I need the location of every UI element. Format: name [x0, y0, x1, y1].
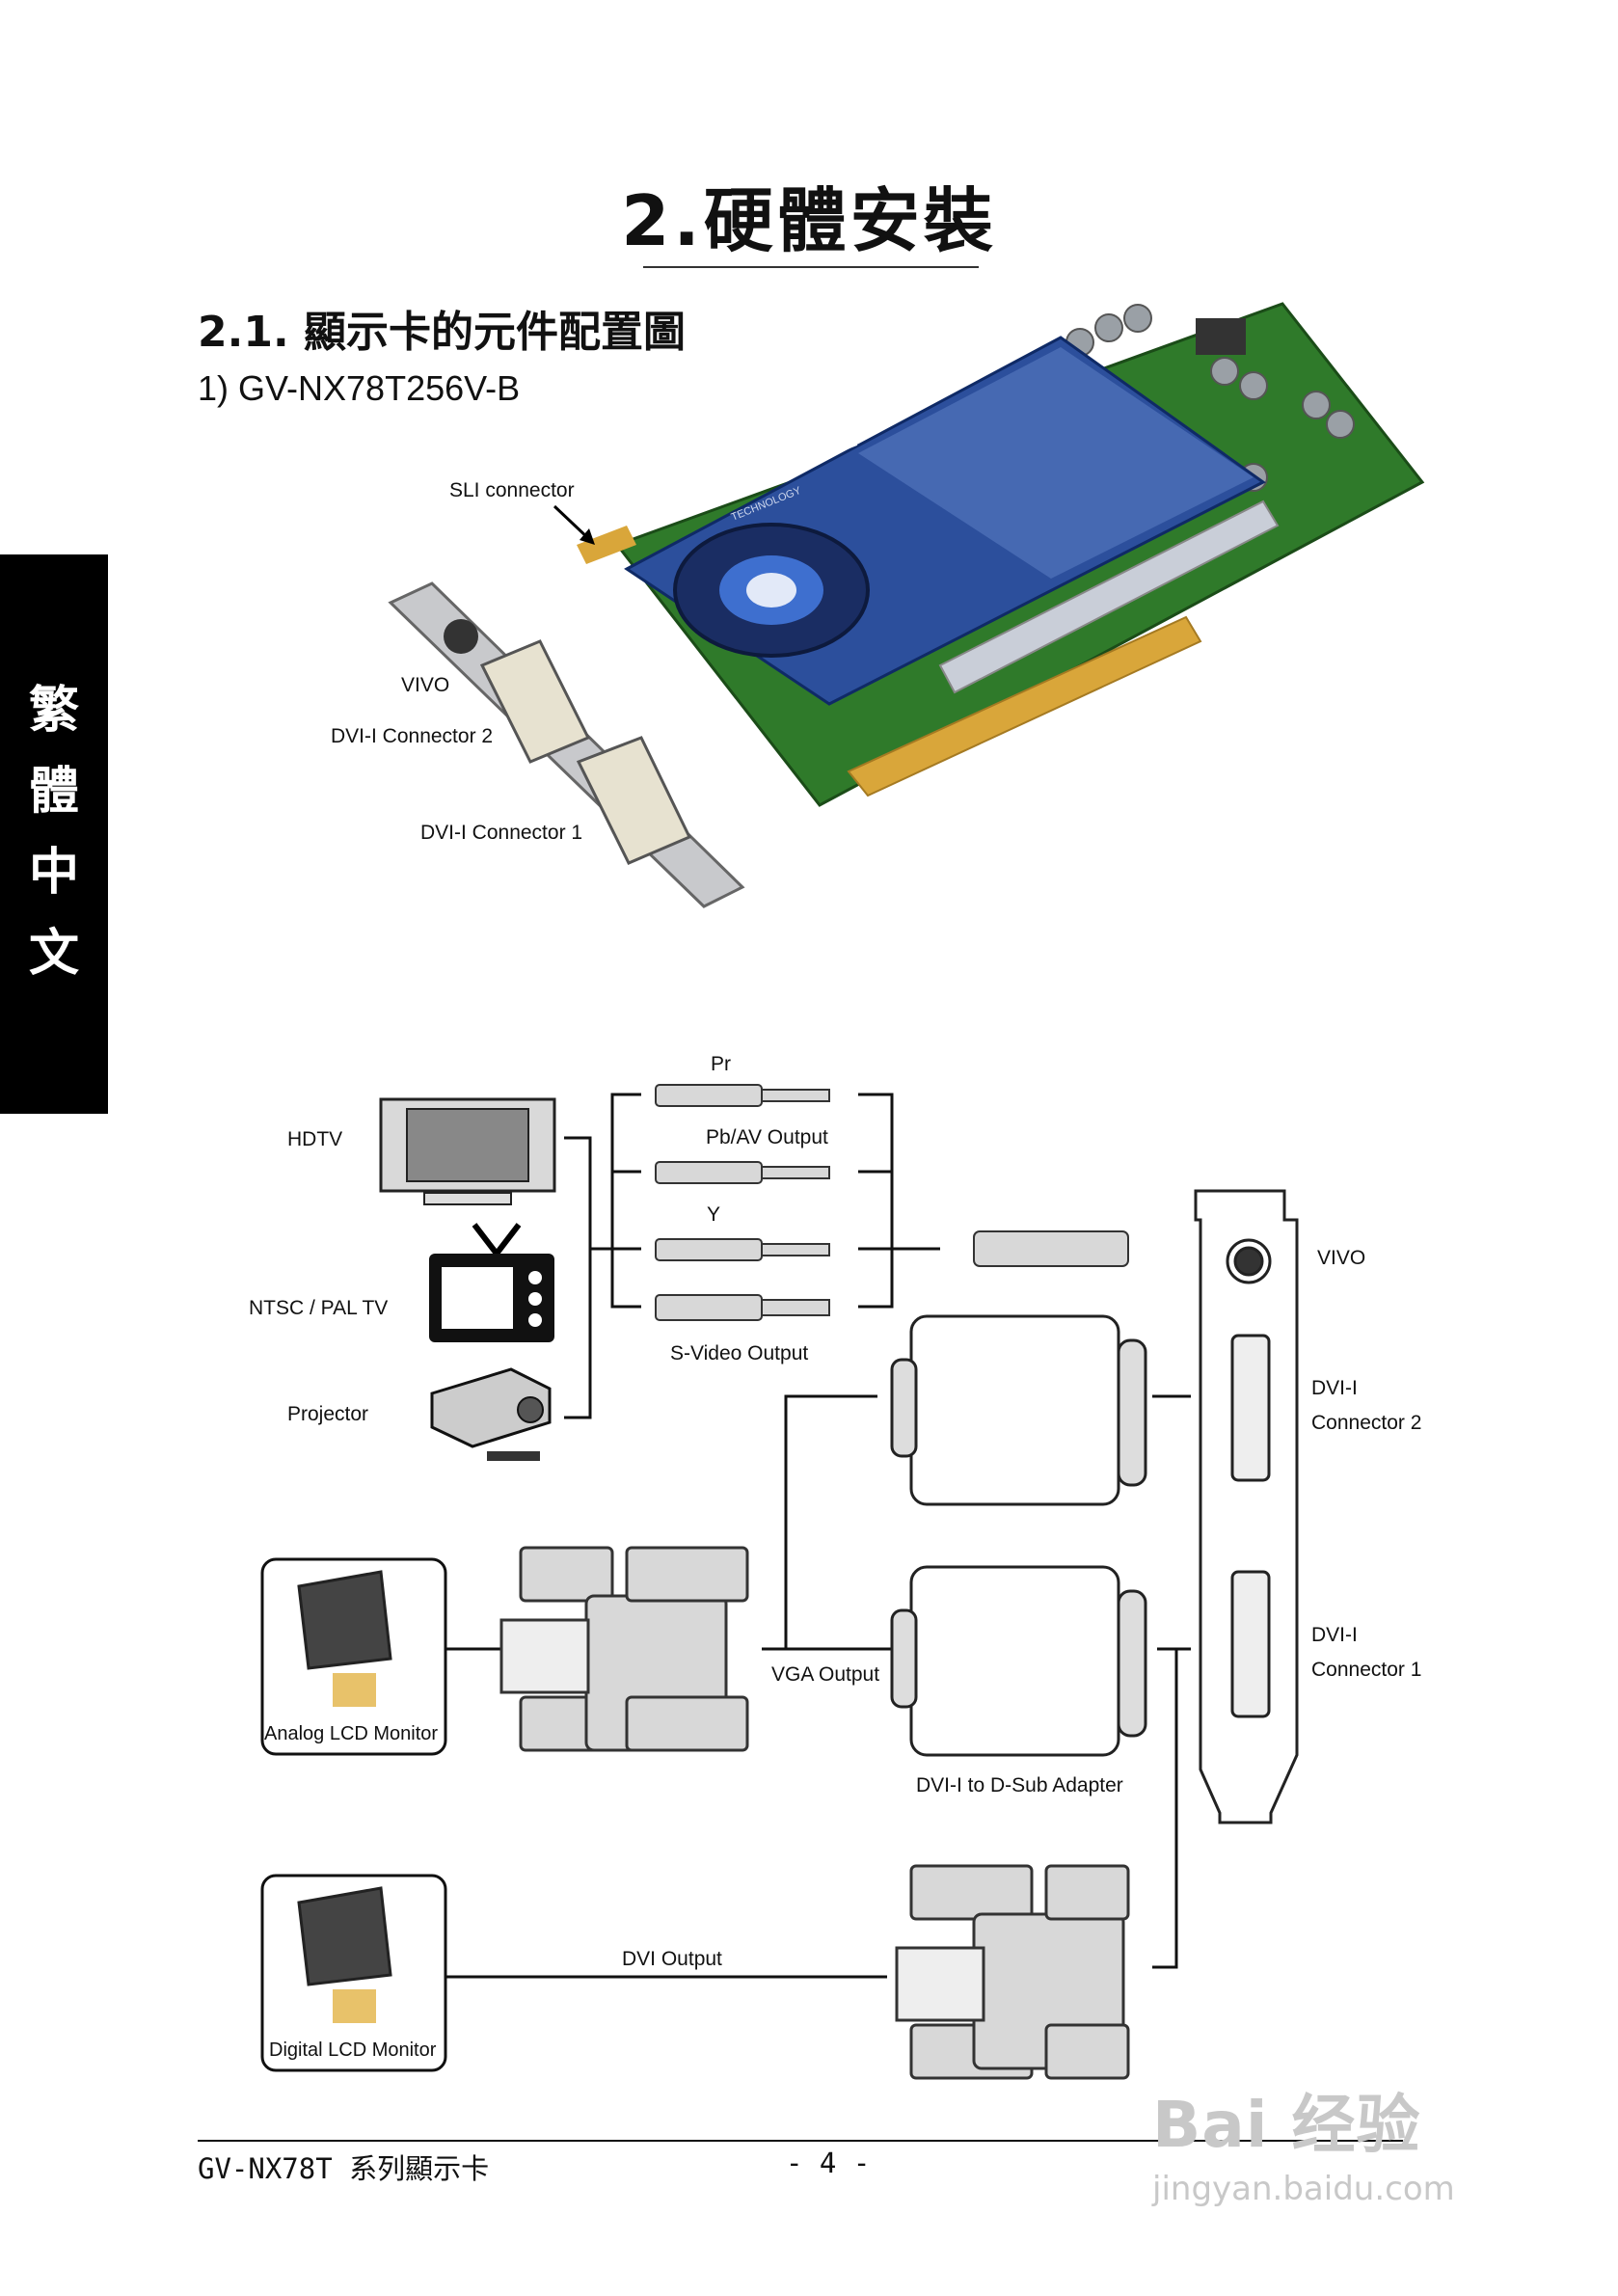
analog-lcd-label: Analog LCD Monitor	[264, 1723, 439, 1744]
pr-label: Pr	[711, 1053, 731, 1075]
side-tab-char: 繁	[28, 681, 79, 740]
heatsink-cover	[938, 500, 1280, 694]
hdtv-label: HDTV	[287, 1128, 343, 1150]
component-cable-plugs	[655, 1084, 1129, 1321]
dvi1-bracket-label-line1: DVI-I	[1311, 1624, 1358, 1646]
vga-plug	[499, 1546, 749, 1752]
side-tab-char: 中	[28, 843, 79, 902]
baidu-watermark: Bai 经验 jingyan.baidu.com	[1152, 2073, 1455, 2208]
adapter-label: DVI-I to D-Sub Adapter	[916, 1774, 1123, 1796]
page-title: 2.硬體安裝	[621, 180, 997, 261]
dvi2-photo-label: DVI-I Connector 2	[331, 725, 494, 747]
analog-lcd-monitor-box	[260, 1557, 447, 1756]
hdtv-icon	[379, 1097, 556, 1205]
dvi1-port-icon	[1230, 1570, 1271, 1718]
dvi2-bracket-label-line2: Connector 2	[1311, 1412, 1422, 1434]
watermark-url: jingyan.baidu.com	[1152, 2170, 1455, 2208]
dvi2-bracket-label-line1: DVI-I	[1311, 1377, 1358, 1399]
dvi-to-dsub-adapters	[890, 1314, 1147, 1757]
section-title: 2.1. 顯示卡的元件配置圖	[198, 308, 686, 357]
dvi-plug	[895, 1864, 1130, 2080]
svideo-output-label: S-Video Output	[670, 1342, 809, 1364]
power-connector	[1196, 318, 1246, 355]
language-side-tab: 繁 體 中 文	[0, 554, 108, 1114]
monitor-icon	[297, 1886, 392, 1986]
dvi2-port-icon	[1230, 1334, 1271, 1482]
vivo-bracket-label: VIVO	[1317, 1247, 1366, 1269]
card-gold-fingers	[847, 615, 1202, 797]
sli-gold-fingers	[577, 526, 636, 564]
vivo-port-photo	[444, 619, 478, 654]
digital-lcd-monitor-box	[260, 1874, 447, 2072]
model-name: 1) GV-NX78T256V-B	[198, 368, 521, 408]
y-label: Y	[707, 1203, 721, 1226]
pb-av-output-label: Pb/AV Output	[706, 1126, 828, 1148]
dvi-connector-1-photo	[576, 736, 692, 865]
side-tab-char: 體	[28, 762, 79, 821]
tv-icon	[429, 1223, 554, 1342]
card-bracket-diagram	[1194, 1189, 1299, 1824]
vga-output-label: VGA Output	[771, 1663, 880, 1686]
tv-label: NTSC / PAL TV	[249, 1297, 389, 1319]
digital-lcd-label: Digital LCD Monitor	[269, 2039, 437, 2061]
sli-connector-label: SLI connector	[449, 479, 575, 501]
projector-label: Projector	[287, 1403, 369, 1425]
dvi1-photo-label: DVI-I Connector 1	[420, 822, 583, 844]
dvi-connector-2-photo	[479, 639, 591, 764]
footer-rule	[198, 2140, 1403, 2142]
footer-product: GV-NX78T 系列顯示卡	[198, 2152, 490, 2185]
dvi1-bracket-label-line2: Connector 1	[1311, 1659, 1422, 1681]
vivo-photo-label: VIVO	[401, 674, 450, 696]
projector-icon	[430, 1367, 552, 1461]
title-underline	[643, 266, 979, 268]
dvi-output-label: DVI Output	[622, 1948, 722, 1970]
monitor-icon	[297, 1570, 392, 1670]
watermark-main: Bai 经验	[1152, 2088, 1421, 2162]
page-number: - 4 -	[786, 2147, 871, 2179]
side-tab-char: 文	[28, 924, 79, 983]
